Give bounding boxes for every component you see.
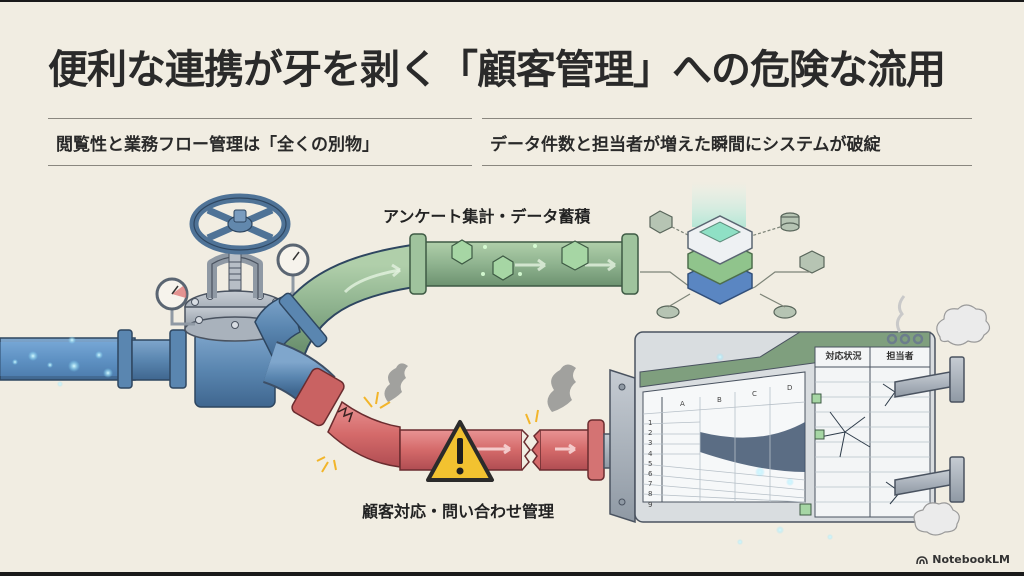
lower-pipe-customer bbox=[262, 341, 631, 482]
subtitle-right-text: データ件数と担当者が増えた瞬間にシステムが破綻 bbox=[490, 134, 881, 155]
brand-watermark: NotebookLM bbox=[916, 553, 1010, 566]
column-header-assignee: 担当者 bbox=[886, 352, 914, 362]
valve-wheel-icon bbox=[189, 193, 291, 255]
slide-title: 便利な連携が牙を剥く「顧客管理」への危険な流用 bbox=[48, 47, 946, 93]
inlet-pipe bbox=[0, 329, 187, 389]
brand-label: NotebookLM bbox=[932, 553, 1010, 566]
upper-pipe-survey bbox=[254, 233, 639, 365]
lower-pipe-label: 顧客対応・問い合わせ管理 bbox=[362, 502, 555, 521]
column-header-status: 対応状況 bbox=[825, 352, 862, 362]
column-header-d: D bbox=[787, 384, 793, 392]
notebooklm-logo-icon bbox=[916, 555, 929, 564]
subtitle-left-text: 閲覧性と業務フロー管理は「全くの別物」 bbox=[56, 134, 379, 155]
broken-spreadsheet bbox=[609, 295, 991, 545]
column-header-c: C bbox=[752, 390, 757, 398]
data-cube-icon bbox=[451, 239, 589, 281]
warning-icon bbox=[426, 420, 494, 482]
column-header-a: A bbox=[680, 400, 685, 408]
subtitle-right: データ件数と担当者が増えた瞬間にシステムが破綻 bbox=[482, 118, 972, 166]
database-server-icon bbox=[640, 182, 825, 319]
column-header-b: B bbox=[717, 396, 722, 404]
pressure-gauge-icon bbox=[155, 277, 195, 326]
subtitle-left: 閲覧性と業務フロー管理は「全くの別物」 bbox=[48, 118, 472, 166]
upper-pipe-label: アンケート集計・データ蓄積 bbox=[383, 207, 591, 226]
